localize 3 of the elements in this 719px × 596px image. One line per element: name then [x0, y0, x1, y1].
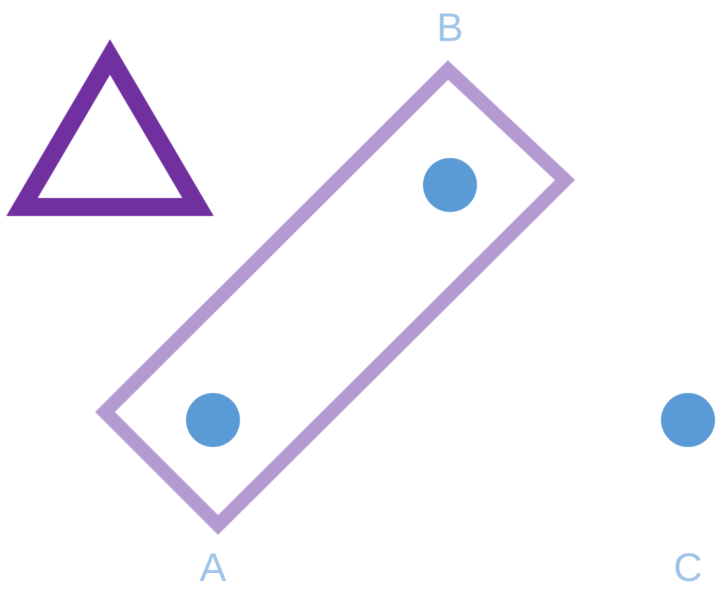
point-label: B: [436, 5, 464, 51]
point-label: A: [200, 545, 226, 591]
point-label: C: [674, 545, 702, 591]
